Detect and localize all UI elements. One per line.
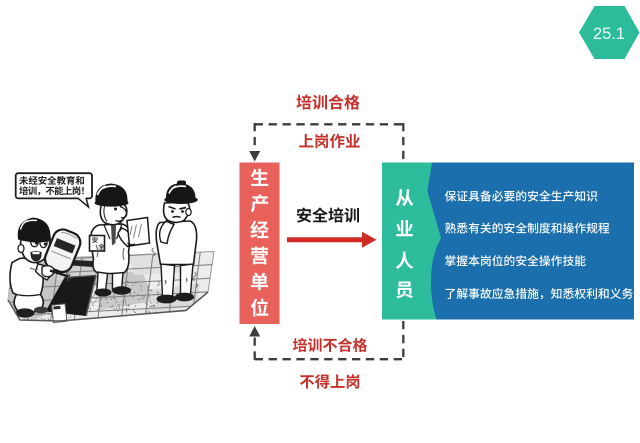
- svg-text:25.1: 25.1: [593, 25, 625, 43]
